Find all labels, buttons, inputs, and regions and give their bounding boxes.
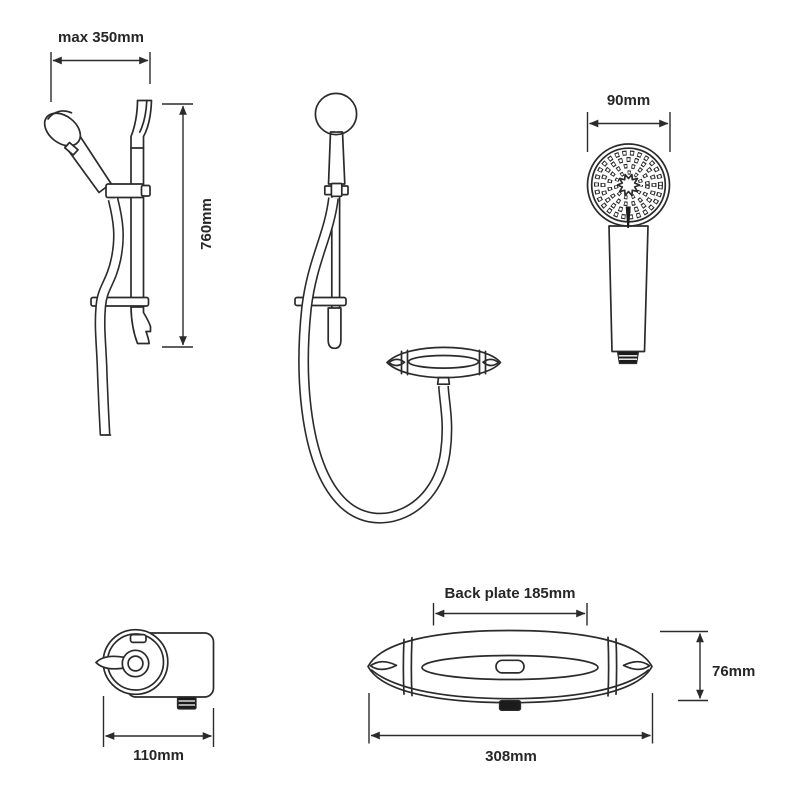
handset-head-front-small <box>314 92 358 136</box>
handset-clamp <box>105 183 145 199</box>
dimension-rail-max-width: max 350mm <box>50 29 151 102</box>
handset-face-lip <box>63 141 79 156</box>
valve-end-knob <box>622 660 651 671</box>
dimension-label: 90mm <box>607 92 650 109</box>
dimension-label: 308mm <box>485 748 537 765</box>
hose-connector-nut <box>616 350 640 365</box>
spray-center-dot <box>334 112 338 116</box>
push-button <box>495 659 525 674</box>
dimension-label: 110mm <box>133 747 184 764</box>
rail-bracket-front <box>323 182 349 198</box>
rail-bottom-bracket <box>130 306 152 345</box>
spray-ring-core <box>595 151 662 219</box>
bracket-body <box>330 182 343 198</box>
dimension-label: 76mm <box>712 663 755 680</box>
outlet-stem <box>498 699 522 711</box>
dimension-label: max 350mm <box>58 29 144 46</box>
rail-top-bracket-detail <box>138 99 148 133</box>
valve-end-knob <box>482 358 500 367</box>
spray-ring <box>318 96 354 132</box>
hose-front-core <box>299 197 451 522</box>
dimension-label: 760mm <box>198 198 215 250</box>
valve-outlet-stem <box>436 376 451 386</box>
hose-side-core <box>96 198 123 435</box>
valve-section-line <box>607 636 610 697</box>
head-pivot-pin <box>625 206 631 228</box>
rail-front-view <box>294 92 502 524</box>
outlet-connector <box>176 696 197 710</box>
handset-handle <box>608 225 649 353</box>
spray-face-dark <box>314 92 358 136</box>
valve-front-view: Back plate 185mm 308mm 76mm <box>367 585 755 765</box>
valve-section-line <box>410 636 413 697</box>
valve-side-view: 110mm <box>95 628 215 764</box>
spray-ring <box>324 102 348 126</box>
dimension-valve-depth: 110mm <box>102 696 215 764</box>
dimension-label: Back plate 185mm <box>445 585 576 602</box>
dimension-handset-diameter: 90mm <box>586 92 671 152</box>
valve-top-view-small <box>386 346 502 386</box>
valve-section-line <box>615 637 618 696</box>
rail-bottom-cap <box>327 307 342 350</box>
dimension-back-plate: Back plate 185mm <box>432 585 588 626</box>
handset-head-detail <box>47 110 73 120</box>
dimension-valve-width: 308mm <box>368 693 654 765</box>
spray-ring-core <box>615 171 642 199</box>
spray-center-ring <box>331 109 341 119</box>
dial-center <box>127 655 144 672</box>
valve-face-ellipse <box>407 354 480 369</box>
handset-clamp-tab <box>140 184 151 197</box>
spray-ring <box>607 163 650 207</box>
valve-face-ellipse <box>421 654 599 681</box>
dimension-valve-height: 76mm <box>660 630 755 702</box>
valve-bottom-detail <box>370 669 650 700</box>
valve-section-line <box>402 638 405 696</box>
valve-end-knob <box>369 660 398 671</box>
rail-top-bracket <box>130 99 153 149</box>
valve-lens-body <box>386 346 502 379</box>
dimension-rail-height: 760mm <box>162 103 215 348</box>
handset-front-view: 90mm <box>586 92 671 365</box>
handset-handle-front <box>327 131 346 185</box>
rail-side-view: max 350mm 760mm <box>43 29 215 436</box>
valve-end-knob <box>388 358 406 367</box>
spray-center-rosette <box>616 173 641 197</box>
handset-head-side <box>43 112 82 147</box>
dial-indicator-window <box>129 633 147 644</box>
